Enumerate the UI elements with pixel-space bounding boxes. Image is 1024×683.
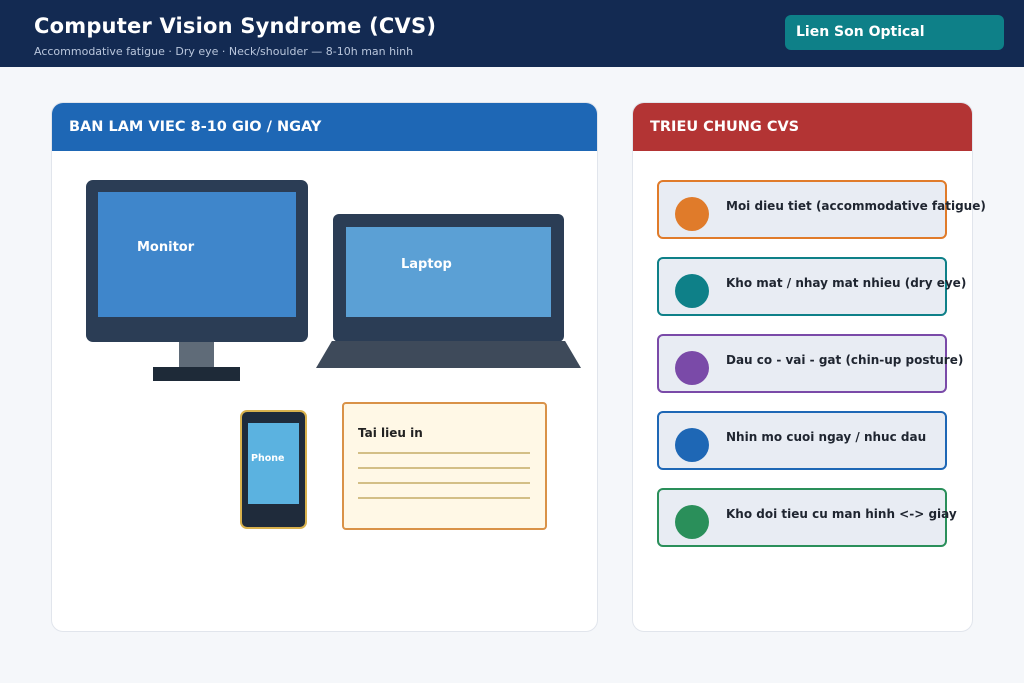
monitor-base xyxy=(153,367,240,381)
symptom-text: Moi dieu tiet (accommodative fatigue) xyxy=(726,199,986,213)
symptoms-panel-title: TRIEU CHUNG CVS xyxy=(633,103,972,151)
document-line xyxy=(358,452,530,454)
symptom-text: Kho doi tieu cu man hinh <-> giay xyxy=(726,507,957,521)
symptom-item: Nhin mo cuoi ngay / nhuc dau xyxy=(657,411,947,470)
laptop-screen xyxy=(346,227,551,317)
symptom-item: Moi dieu tiet (accommodative fatigue) xyxy=(657,180,986,239)
laptop-keyboard-base xyxy=(316,341,581,368)
phone-screen xyxy=(248,423,299,504)
symptom-dot-icon xyxy=(675,197,709,231)
printed-document-icon xyxy=(342,402,547,530)
document-line xyxy=(358,497,530,499)
workstation-panel-title: BAN LAM VIEC 8-10 GIO / NGAY xyxy=(52,103,597,151)
symptom-item: Kho mat / nhay mat nhieu (dry eye) xyxy=(657,257,966,316)
brand-badge: Lien Son Optical xyxy=(785,15,1004,50)
symptom-item: Dau co - vai - gat (chin-up posture) xyxy=(657,334,963,393)
phone-label: Phone xyxy=(251,453,285,464)
symptom-dot-icon xyxy=(675,274,709,308)
laptop-label: Laptop xyxy=(401,257,452,272)
page-subtitle: Accommodative fatigue · Dry eye · Neck/s… xyxy=(34,45,414,58)
symptom-dot-icon xyxy=(675,505,709,539)
document-line xyxy=(358,482,530,484)
document-label: Tai lieu in xyxy=(358,426,423,440)
monitor-label: Monitor xyxy=(137,240,195,255)
symptom-text: Nhin mo cuoi ngay / nhuc dau xyxy=(726,430,927,444)
header-bar: Computer Vision Syndrome (CVS) Accommoda… xyxy=(0,0,1024,67)
symptom-text: Dau co - vai - gat (chin-up posture) xyxy=(726,353,964,367)
monitor-screen xyxy=(98,192,296,317)
document-line xyxy=(358,467,530,469)
symptom-dot-icon xyxy=(675,428,709,462)
page-title: Computer Vision Syndrome (CVS) xyxy=(34,14,437,38)
symptom-dot-icon xyxy=(675,351,709,385)
symptom-item: Kho doi tieu cu man hinh <-> giay xyxy=(657,488,957,547)
symptom-text: Kho mat / nhay mat nhieu (dry eye) xyxy=(726,276,967,290)
monitor-stand xyxy=(179,342,214,369)
